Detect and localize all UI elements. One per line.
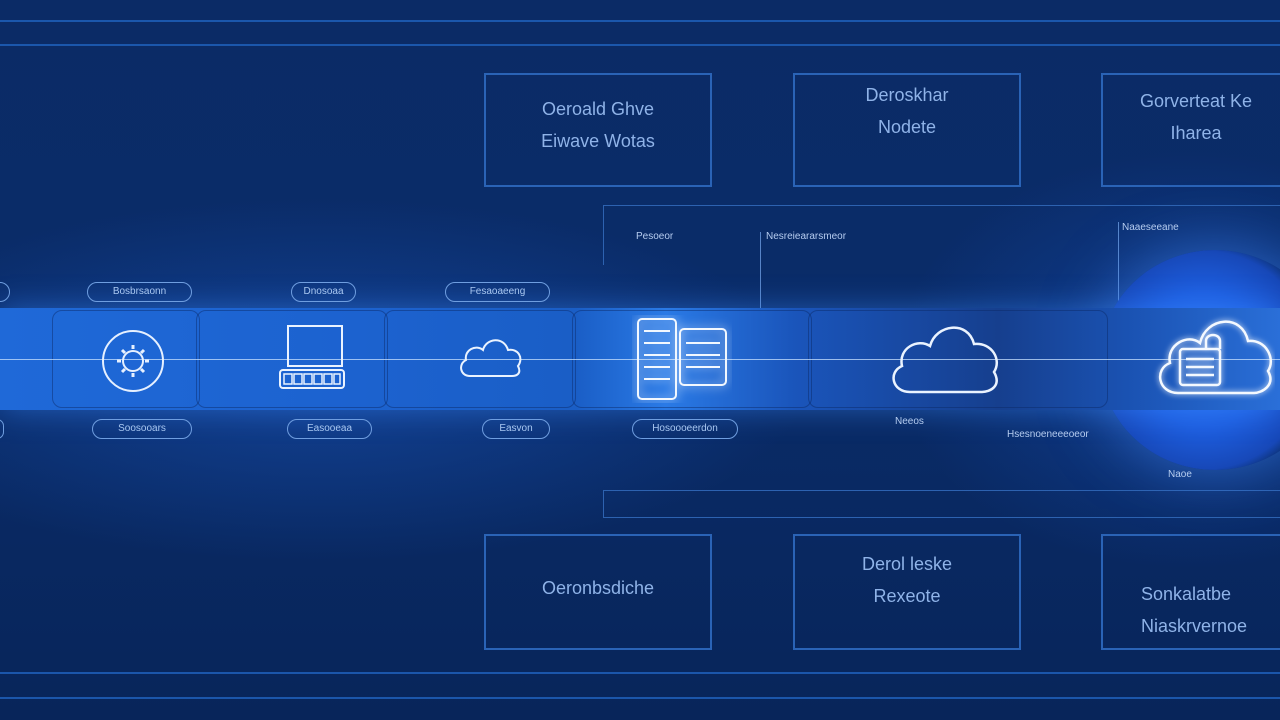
pill-bottom-0	[0, 419, 4, 439]
upper-frame	[603, 205, 1280, 265]
pill-top-3: Fesaoaeeng	[445, 282, 550, 302]
pill-bottom-3: Easvon	[482, 419, 550, 439]
label-e: Hsesnoeneeeoeor	[1007, 429, 1089, 440]
connector-line-1	[760, 232, 761, 362]
pill-top-0	[0, 282, 10, 302]
pill-top-1: Bosbrsaonn	[87, 282, 192, 302]
top-box-3: Gorverteat Ke Iharea	[1101, 73, 1280, 187]
bottom-box-1-line-1: Oeronbsdiche	[541, 578, 655, 598]
label-c: Naaeseeane	[1122, 222, 1179, 233]
pipeline-axis	[0, 359, 1280, 360]
top-box-1-line-2: Eiwave Wotas	[541, 131, 655, 151]
pill-bottom-2: Easooeaa	[287, 419, 372, 439]
bottom-box-3-line-2: Niaskrvernoe	[1141, 616, 1248, 636]
label-b: Nesreieararsmeor	[766, 231, 847, 242]
label-a: Pesoeor	[636, 231, 674, 242]
top-rule-1	[0, 20, 1280, 22]
pill-top-2: Dnosoaa	[291, 282, 356, 302]
bottom-box-2: Derol leske Rexeote	[793, 534, 1021, 650]
laptop-icon	[279, 325, 345, 389]
gear-icon	[102, 330, 164, 392]
top-box-1: Oeroald Ghve Eiwave Wotas	[484, 73, 712, 187]
top-box-2-line-2: Nodete	[877, 117, 937, 137]
bottom-box-3: Sonkalatbe Niaskrvernoe	[1101, 534, 1280, 650]
label-f: Naoe	[1168, 469, 1192, 480]
bottom-rule-2	[0, 697, 1280, 699]
top-box-2-line-1: Deroskhar	[865, 85, 949, 105]
server-icon	[637, 318, 727, 400]
bottom-box-3-line-1: Sonkalatbe	[1141, 584, 1232, 604]
bottom-rule-1	[0, 672, 1280, 674]
bottom-box-2-line-1: Derol leske	[861, 554, 953, 574]
cloud-icon	[460, 339, 522, 377]
cloud-icon	[892, 326, 999, 394]
top-box-3-line-1: Gorverteat Ke	[1139, 91, 1253, 111]
connector-line-2	[1118, 222, 1119, 312]
label-d: Neeos	[895, 416, 924, 427]
lower-frame	[603, 490, 1280, 518]
cloud-security-icon	[1158, 320, 1273, 395]
top-rule-2	[0, 44, 1280, 46]
bottom-box-2-line-2: Rexeote	[873, 586, 941, 606]
top-box-3-line-2: Iharea	[1170, 123, 1222, 143]
pill-bottom-1: Soosooars	[92, 419, 192, 439]
pill-bottom-4: Hosoooeerdon	[632, 419, 738, 439]
top-box-2: Deroskhar Nodete	[793, 73, 1021, 187]
bottom-box-1: Oeronbsdiche	[484, 534, 712, 650]
top-box-1-line-1: Oeroald Ghve	[541, 99, 655, 119]
